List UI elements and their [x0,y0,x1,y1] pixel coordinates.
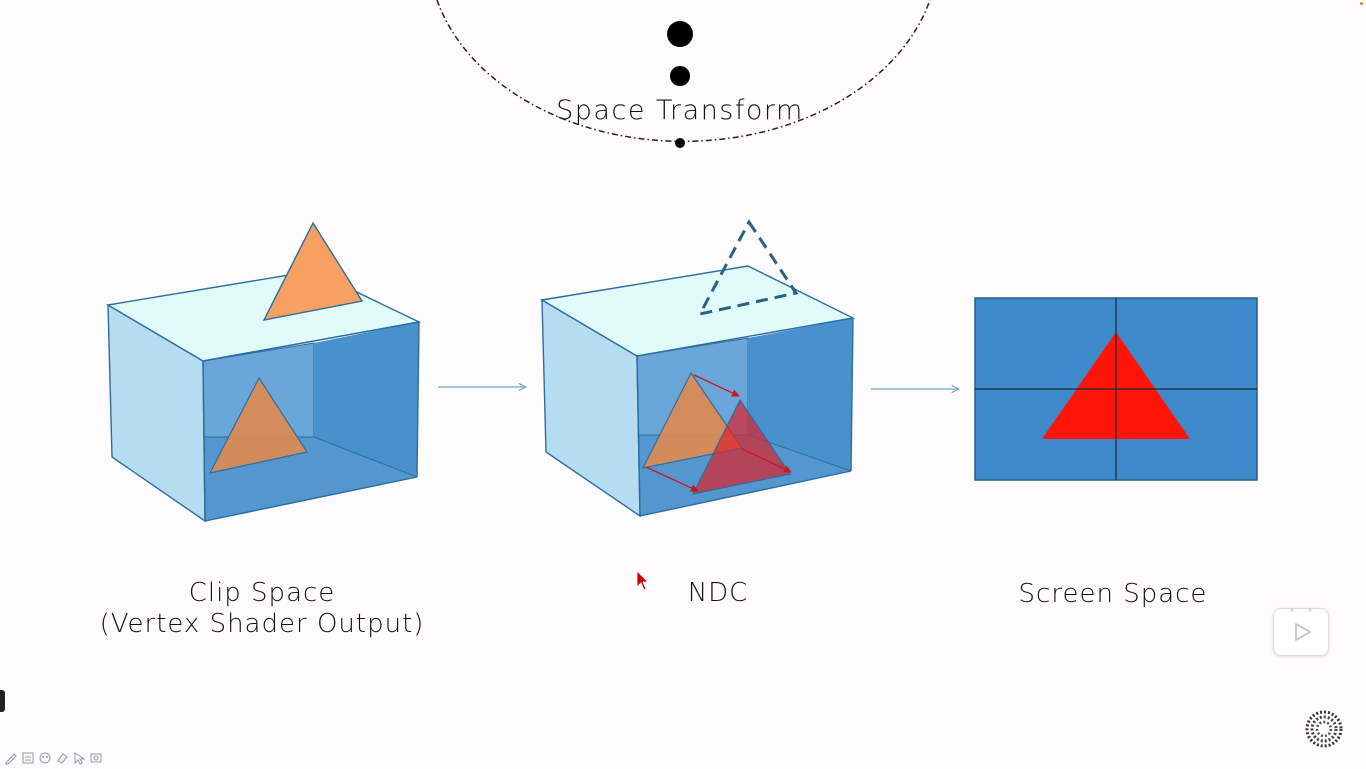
clip-outside-triangle [262,221,364,321]
mouse-pointer-icon [636,570,649,591]
eraser-icon[interactable] [55,750,69,764]
play-icon [1290,609,1312,641]
clip-space-label-line1: Clip Space [188,578,336,608]
clip-right-inner [314,322,419,477]
title-arc-group [436,0,931,148]
title-dot-medium [670,66,690,86]
ndc-cube [539,219,856,518]
side-panel-tab[interactable] [0,690,5,712]
screen-space-label-line1: Screen Space [1018,579,1208,609]
clip-space-cube [105,221,422,523]
recording-indicator [1360,2,1363,5]
clip-space-label-line2: (Vertex Shader Output) [99,609,425,639]
pen-icon[interactable] [4,750,18,765]
play-button[interactable] [1273,608,1329,656]
screenshot-icon[interactable] [89,750,103,764]
ndc-label: NDC [618,578,818,609]
title-dot-large [667,21,693,47]
ndc-clipped-dashed-triangle [697,219,799,317]
ndc-red-triangle [691,398,791,495]
annotation-toolbar [4,750,103,765]
title-dot-small [675,138,685,148]
note-icon[interactable] [21,750,35,764]
ndc-transform-arrow-3 [741,448,792,473]
ndc-transform-arrow-2 [645,466,699,492]
clip-inner-triangle [208,376,308,474]
ndc-label-line1: NDC [687,578,749,608]
screen-space-label: Screen Space [992,579,1234,610]
ndc-right-inner [748,318,853,471]
page-title: Space Transform [556,95,804,126]
palette-icon[interactable] [38,750,52,764]
ndc-transform-arrow-1 [693,374,740,397]
clip-space-label: Clip Space (Vertex Shader Output) [80,578,444,640]
screen-space-panel [974,297,1258,481]
loading-spinner-icon [1305,710,1343,748]
pointer-icon[interactable] [72,750,86,765]
